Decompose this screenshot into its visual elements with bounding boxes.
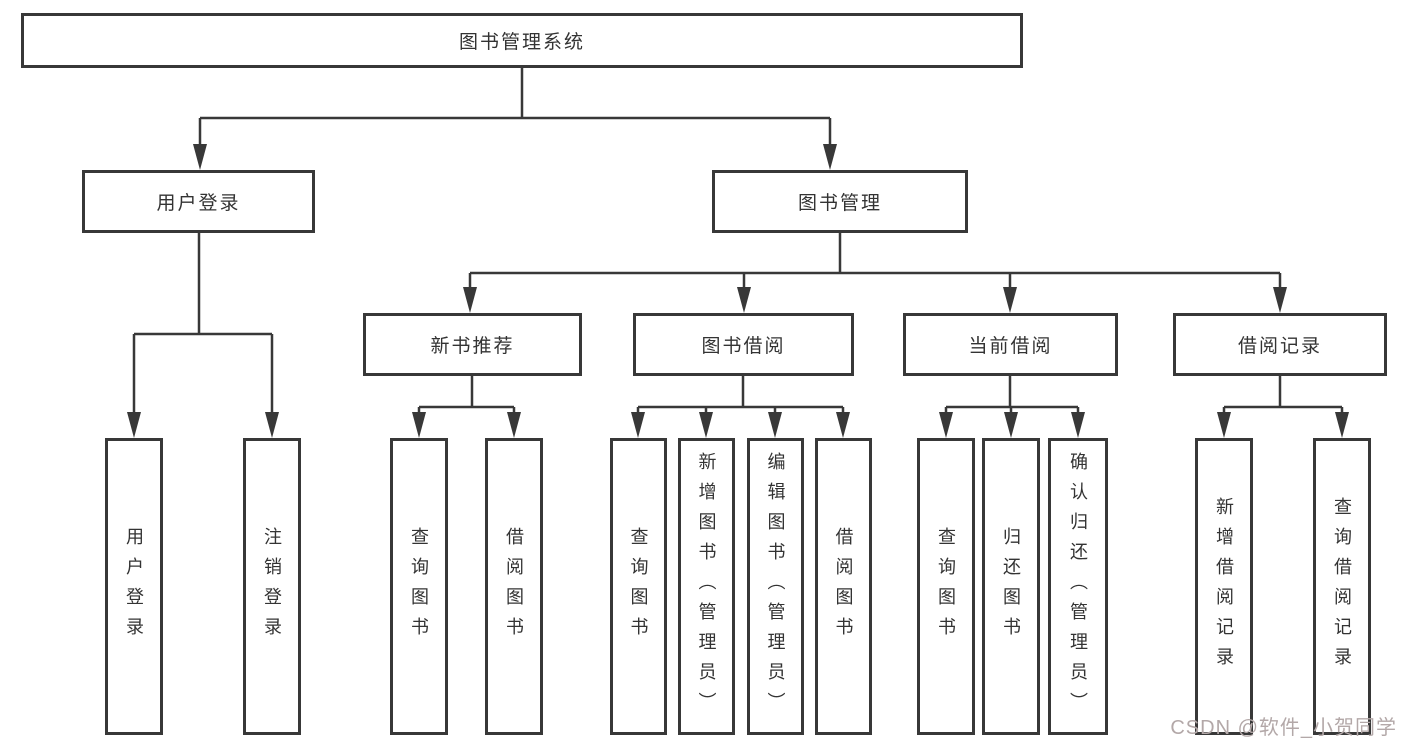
arrow-down-icon: [463, 287, 477, 313]
node-label: 借阅记录: [1237, 336, 1322, 357]
arrow-down-icon: [836, 412, 850, 438]
node-leaf-query-books: 查询图书: [390, 438, 448, 735]
node-label: 查询图书: [628, 526, 649, 647]
connector-borrow-split: [636, 376, 845, 416]
node-label: 新书推荐: [430, 336, 515, 357]
node-leaf-borrow-books: 借阅图书: [485, 438, 543, 735]
node-leaf-query-borrow-record: 查询借阅记录: [1313, 438, 1371, 735]
node-label: 查询图书: [936, 526, 956, 647]
connector-login-split: [132, 233, 274, 414]
node-label: 图书管理系统: [458, 32, 585, 53]
node-label: 新增借阅记录: [1214, 496, 1234, 677]
arrow-down-icon: [1217, 412, 1231, 438]
node-leaf-query-books: 查询图书: [610, 438, 667, 735]
node-label: 用户登录: [156, 193, 241, 214]
node-leaf-query-books: 查询图书: [917, 438, 975, 735]
arrow-down-icon: [265, 412, 279, 438]
node-label: 借阅图书: [833, 526, 854, 647]
node-label: 查询借阅记录: [1332, 496, 1352, 677]
node-book-borrowing: 图书借阅: [633, 313, 854, 376]
node-current-borrowing: 当前借阅: [903, 313, 1118, 376]
node-leaf-return-books: 归还图书: [982, 438, 1040, 735]
node-label: 当前借阅: [968, 336, 1053, 357]
arrow-down-icon: [699, 412, 713, 438]
node-label: 确认归还（管理员）: [1068, 451, 1088, 722]
arrow-down-icon: [1071, 412, 1085, 438]
arrow-down-icon: [631, 412, 645, 438]
node-label: 归还图书: [1001, 526, 1021, 647]
arrowheads: [127, 144, 1349, 438]
arrow-down-icon: [823, 144, 837, 170]
node-label: 图书借阅: [701, 336, 786, 357]
arrow-down-icon: [1004, 412, 1018, 438]
node-leaf-user-login: 用户登录: [105, 438, 163, 735]
node-leaf-edit-books-admin: 编辑图书（管理员）: [747, 438, 804, 735]
connector-current-split: [944, 376, 1080, 416]
connector-newbook-split: [417, 376, 516, 416]
node-book-management-branch: 图书管理: [712, 170, 968, 233]
arrow-down-icon: [507, 412, 521, 438]
arrow-down-icon: [1003, 287, 1017, 313]
node-leaf-logout: 注销登录: [243, 438, 301, 735]
node-label: 图书管理: [797, 193, 882, 214]
node-label: 编辑图书（管理员）: [765, 451, 786, 722]
connector-records-split: [1222, 376, 1344, 416]
arrow-down-icon: [193, 144, 207, 170]
arrow-down-icon: [1273, 287, 1287, 313]
node-label: 用户登录: [124, 526, 144, 647]
connector-mgmt-split: [468, 233, 1282, 289]
node-label: 查询图书: [409, 526, 429, 647]
connector-root-split: [198, 68, 832, 146]
node-new-book-recommend: 新书推荐: [363, 313, 582, 376]
node-leaf-borrow-books: 借阅图书: [815, 438, 872, 735]
node-user-login-branch: 用户登录: [82, 170, 315, 233]
arrow-down-icon: [412, 412, 426, 438]
node-leaf-add-books-admin: 新增图书（管理员）: [678, 438, 735, 735]
arrow-down-icon: [737, 287, 751, 313]
arrow-down-icon: [768, 412, 782, 438]
node-label: 借阅图书: [504, 526, 524, 647]
node-label: 注销登录: [262, 526, 282, 647]
csdn-watermark: CSDN @软件_小贺同学: [1170, 717, 1397, 739]
node-root-system: 图书管理系统: [21, 13, 1023, 68]
node-leaf-add-borrow-record: 新增借阅记录: [1195, 438, 1253, 735]
node-borrowing-records: 借阅记录: [1173, 313, 1387, 376]
arrow-down-icon: [1335, 412, 1349, 438]
arrow-down-icon: [127, 412, 141, 438]
arrow-down-icon: [939, 412, 953, 438]
node-leaf-confirm-return-admin: 确认归还（管理员）: [1048, 438, 1108, 735]
node-label: 新增图书（管理员）: [696, 451, 717, 722]
